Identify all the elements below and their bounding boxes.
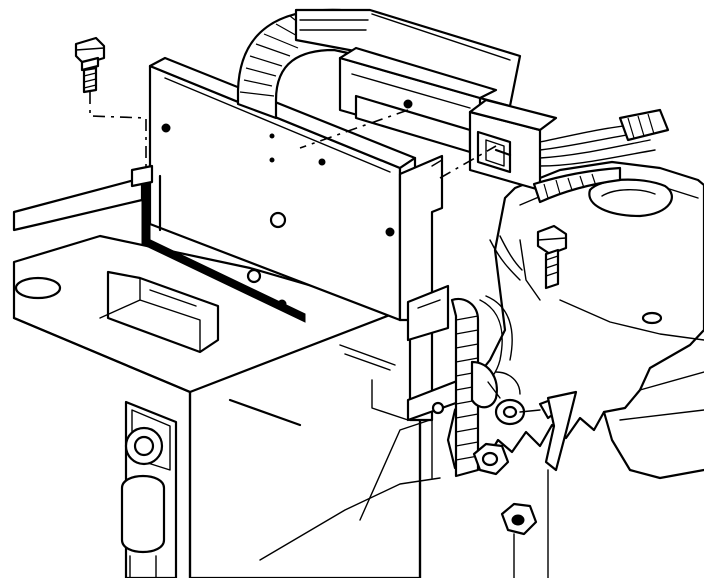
module-bracket: [398, 154, 472, 479]
mounting-box: [12, 234, 441, 578]
ground-bolt: [536, 224, 568, 290]
retaining-bolt: [74, 36, 154, 188]
harness-connector: [338, 46, 558, 192]
rear-panel: [12, 176, 144, 232]
wire-terminal: [487, 371, 578, 472]
harness-sleeve: [450, 295, 513, 478]
connector-wires: [489, 108, 670, 281]
connector-leader: [299, 109, 497, 179]
side-connector: [120, 400, 178, 578]
housing: [446, 160, 704, 480]
mounting-nut: [472, 442, 549, 578]
module-rail: [141, 175, 306, 323]
